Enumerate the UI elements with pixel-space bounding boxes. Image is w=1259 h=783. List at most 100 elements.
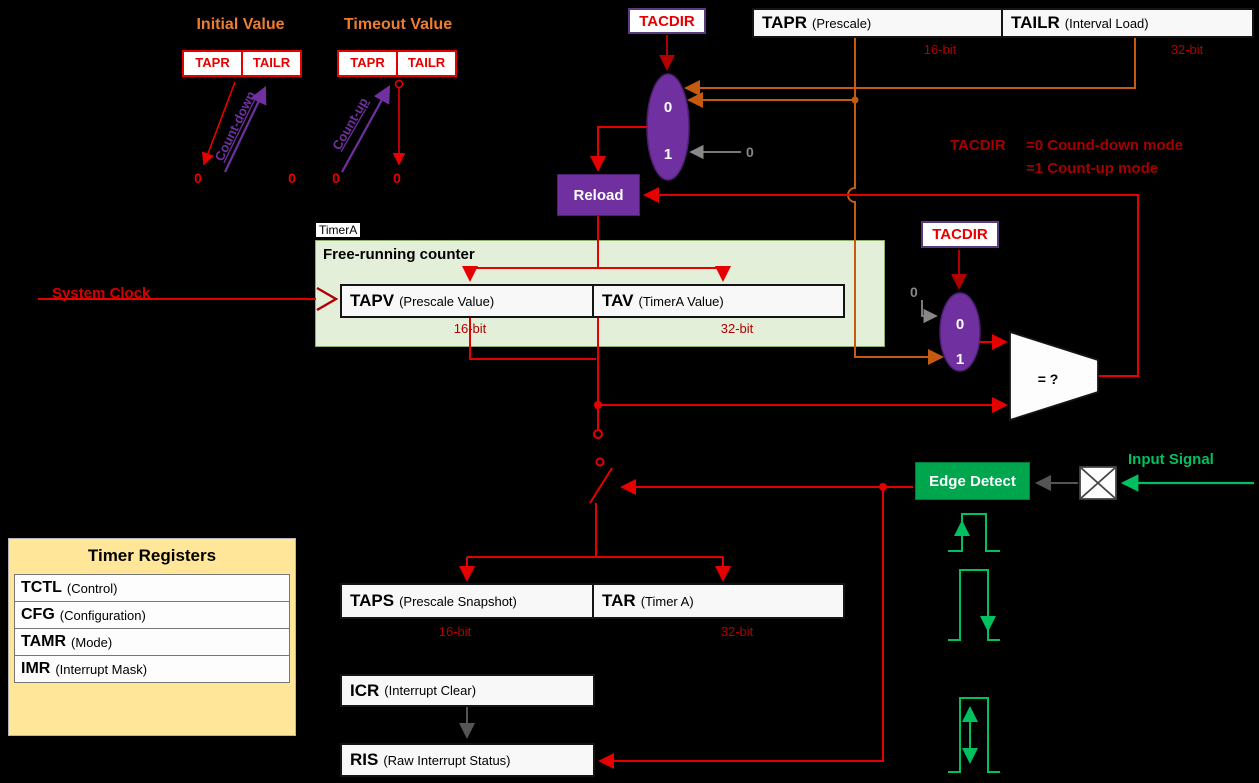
register-row-tctl: TCTL (Control) xyxy=(14,574,290,602)
timeout-value-register-box: TAPR TAILR xyxy=(337,50,457,77)
tav-bits: 32-bit xyxy=(720,321,754,336)
imr-desc: (Interrupt Mask) xyxy=(55,661,148,677)
tacdir-mid-label: TACDIR xyxy=(932,226,988,243)
count-up-arrow: Count-up xyxy=(329,79,406,173)
initial-value-title: Initial Value xyxy=(196,16,285,33)
mux1-input0-label: 0 xyxy=(664,99,672,116)
tailr-name: TAILR xyxy=(1011,13,1060,32)
taps-bits: 16-bit xyxy=(438,624,472,639)
connector-edge-trigger xyxy=(598,479,913,769)
legend-tacdir: TACDIR xyxy=(950,137,1006,154)
timeout-zero-right: 0 xyxy=(393,170,401,186)
taps-cell: TAPS (Prescale Snapshot) xyxy=(342,585,594,617)
register-row-imr: IMR (Interrupt Mask) xyxy=(14,655,290,683)
ris-name: RIS xyxy=(350,750,379,769)
pulse-both-edges-icon xyxy=(948,697,1000,773)
tapr-register: TAPR (Prescale) xyxy=(752,8,1003,38)
tar-cell: TAR (Timer A) xyxy=(594,585,843,617)
edge-detect-block: Edge Detect xyxy=(915,462,1030,500)
connector-switch-to-snapshot xyxy=(459,556,731,582)
tapv-cell: TAPV (Prescale Value) xyxy=(342,286,594,316)
tctl-desc: (Control) xyxy=(66,580,118,596)
timeout-zero-left: 0 xyxy=(332,170,340,186)
tapr-desc: (Prescale) xyxy=(812,15,872,31)
mux1-shape: 0 1 xyxy=(646,73,690,181)
connector-mux1-output xyxy=(590,126,647,172)
tapv-name: TAPV xyxy=(350,291,395,310)
tacdir-box-top: TACDIR xyxy=(628,8,706,34)
mux1-input1-label: 1 xyxy=(664,146,672,163)
ris-desc: (Raw Interrupt Status) xyxy=(383,752,511,768)
timeout-tapr-cell: TAPR xyxy=(350,55,385,70)
count-up-label: Count-up xyxy=(329,95,371,153)
tailr-cell: TAILR (Interval Load) xyxy=(1003,10,1149,36)
input-signal-label: Input Signal xyxy=(1128,451,1214,468)
reload-label: Reload xyxy=(573,186,624,204)
initial-tapr-cell: TAPR xyxy=(195,55,230,70)
tapv-bits: 16-bit xyxy=(453,321,487,336)
tapr-cell: TAPR (Prescale) xyxy=(754,10,871,36)
tapr-bits: 16-bit xyxy=(923,42,957,57)
tar-name: TAR xyxy=(602,591,636,610)
legend-line1: =0 Cound-down mode xyxy=(1026,137,1184,154)
taps-desc: (Prescale Snapshot) xyxy=(399,593,517,609)
cfg-desc: (Configuration) xyxy=(59,607,146,623)
imr-name: IMR xyxy=(21,660,51,677)
input-x-box xyxy=(1079,466,1117,500)
tar-bits: 32-bit xyxy=(720,624,754,639)
taps-name: TAPS xyxy=(350,591,395,610)
initial-zero-right: 0 xyxy=(288,170,296,186)
tailr-desc: (Interval Load) xyxy=(1064,15,1149,31)
tacdir-box-mid: TACDIR xyxy=(921,221,999,248)
mux2-input0-label: 0 xyxy=(956,316,964,333)
count-down-arrow: Count-down xyxy=(201,81,267,173)
tailr-register: TAILR (Interval Load) xyxy=(1001,8,1254,38)
x-cross-icon xyxy=(1079,466,1117,500)
initial-zero-left: 0 xyxy=(194,170,202,186)
icr-name: ICR xyxy=(350,680,380,700)
mux2-shape: 0 1 xyxy=(939,292,981,372)
tav-cell: TAV (TimerA Value) xyxy=(594,286,843,316)
timer-a-tab: TimerA xyxy=(316,223,361,237)
edge-detect-label: Edge Detect xyxy=(929,472,1016,490)
cfg-name: CFG xyxy=(21,606,55,623)
ris-cell: RIS (Raw Interrupt Status) xyxy=(342,745,511,775)
reload-block: Reload xyxy=(557,174,640,216)
tctl-name: TCTL xyxy=(21,579,62,596)
legend-line2: =1 Count-up mode xyxy=(1026,160,1159,177)
mux1-const-zero: 0 xyxy=(746,144,754,160)
timer-registers-title: Timer Registers xyxy=(87,546,217,565)
comparator-label: = ? xyxy=(1038,371,1059,387)
timeout-tailr-cell: TAILR xyxy=(396,52,455,75)
tailr-bits: 32-bit xyxy=(1170,42,1204,57)
system-clock-label: System Clock xyxy=(52,285,151,302)
tapv-desc: (Prescale Value) xyxy=(399,293,495,309)
ris-register: RIS (Raw Interrupt Status) xyxy=(340,743,595,777)
mux2-input1-label: 1 xyxy=(956,351,964,368)
pulse-rising-edge-icon xyxy=(948,513,1000,552)
tar-desc: (Timer A) xyxy=(640,593,694,609)
tamr-name: TAMR xyxy=(21,633,67,650)
initial-tailr-cell: TAILR xyxy=(241,52,300,75)
icr-desc: (Interrupt Clear) xyxy=(384,683,477,698)
tav-desc: (TimerA Value) xyxy=(638,293,724,309)
free-running-counter-title: Free-running counter xyxy=(323,246,475,263)
icr-register: ICR (Interrupt Clear) xyxy=(340,674,595,707)
count-down-label: Count-down xyxy=(212,89,259,164)
comparator-shape: = ? xyxy=(1009,330,1099,422)
tapr-name: TAPR xyxy=(762,13,808,32)
counter-register: TAPV (Prescale Value) TAV (TimerA Value) xyxy=(340,284,845,318)
connector-mux2-const xyxy=(921,300,938,324)
tamr-desc: (Mode) xyxy=(71,634,113,650)
snapshot-register: TAPS (Prescale Snapshot) TAR (Timer A) xyxy=(340,583,845,619)
icr-cell: ICR (Interrupt Clear) xyxy=(342,676,476,705)
pulse-falling-edge-icon xyxy=(948,569,1000,641)
initial-value-register-box: TAPR TAILR xyxy=(182,50,302,77)
tacdir-top-label: TACDIR xyxy=(639,12,695,30)
register-row-cfg: CFG (Configuration) xyxy=(14,601,290,629)
register-row-tamr: TAMR (Mode) xyxy=(14,628,290,656)
capture-switch xyxy=(589,429,613,557)
tav-name: TAV xyxy=(602,291,634,310)
timeout-value-title: Timeout Value xyxy=(343,16,453,33)
